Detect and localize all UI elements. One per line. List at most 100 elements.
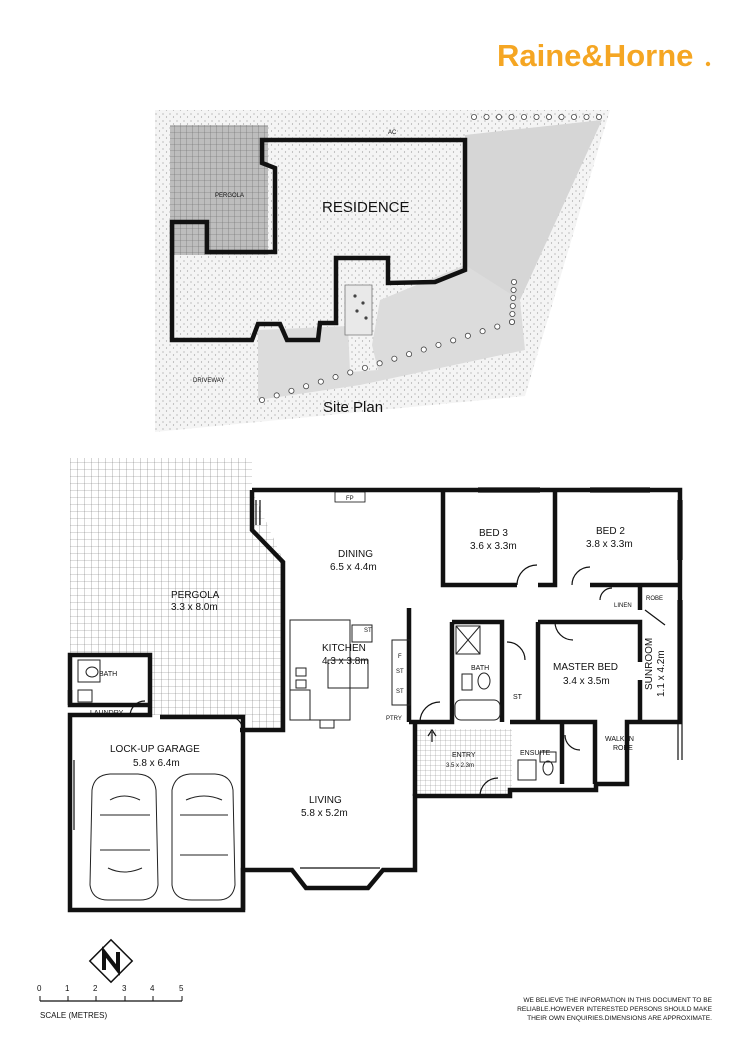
windows (69, 487, 683, 869)
sunroom-room-name: SUNROOM (644, 638, 655, 690)
shrub-marker (479, 328, 486, 335)
kitchen-room-size: 4.3 x 3.8m (322, 656, 369, 667)
ensuite-wall (510, 719, 598, 784)
laundry-bath-label: BATH (99, 671, 117, 678)
scale-tick-2: 2 (93, 984, 98, 993)
scale-tick-0: 0 (37, 984, 42, 993)
disclaimer: WE BELIEVE THE INFORMATION IN THIS DOCUM… (517, 997, 713, 1022)
shrub-marker (509, 310, 516, 317)
shrub-marker (464, 332, 471, 339)
storage-label-2: ST (396, 669, 404, 675)
shrub-marker (510, 294, 517, 301)
fridge-label: F (398, 654, 402, 660)
entry-room-name: ENTRY (452, 752, 476, 759)
brand-logo-text: Raine&Horne (497, 38, 693, 73)
scale-tick-1: 1 (65, 984, 70, 993)
disclaimer-line-1: WE BELIEVE THE INFORMATION IN THIS DOCUM… (523, 997, 712, 1004)
disclaimer-line-3: THEIR OWN ENQUIRIES.DIMENSIONS ARE APPRO… (527, 1015, 712, 1022)
master-top-wall (538, 619, 643, 662)
shrub-marker (510, 286, 517, 293)
dining-bay-wall (240, 490, 286, 733)
site-residence-label: RESIDENCE (322, 199, 410, 216)
shrub-marker (435, 341, 442, 348)
scale-tick-4: 4 (150, 984, 155, 993)
kitchen-room-name: KITCHEN (322, 643, 366, 654)
fireplace (334, 491, 366, 503)
bed3-room-size: 3.6 x 3.3m (470, 541, 517, 552)
master-room-size: 3.4 x 3.5m (563, 676, 610, 687)
shrub-marker (510, 278, 517, 285)
walkin-robe-label-line1: WALK-IN (605, 736, 634, 743)
site-ac-label: AC (388, 130, 397, 136)
shrub-marker (258, 396, 265, 403)
shrub-marker (508, 114, 515, 121)
scale-tick-3: 3 (122, 984, 127, 993)
shrub-marker (303, 383, 310, 390)
shrub-marker (558, 114, 565, 121)
master-room-name: MASTER BED (553, 662, 618, 673)
pantry-label: PTRY (386, 716, 402, 722)
bed2-room-size: 3.8 x 3.3m (586, 539, 633, 550)
north-arrow-icon (88, 938, 134, 984)
shrub-marker (470, 114, 477, 121)
dining-room-size: 6.5 x 4.4m (330, 562, 377, 573)
site-pergola-label: PERGOLA (215, 193, 244, 199)
site-side-yard (465, 120, 602, 300)
site-plan: RESIDENCE PERGOLA DRIVEWAY AC Site Plan (155, 110, 610, 432)
scale-tick-5: 5 (179, 984, 184, 993)
shrub-marker (494, 323, 501, 330)
bath-left-wall (409, 622, 455, 725)
site-pergola-area (170, 125, 268, 255)
shrub-marker (596, 114, 603, 121)
garage-room-size: 5.8 x 6.4m (133, 758, 180, 769)
dining-room-name: DINING (338, 549, 373, 560)
site-driveway-area (258, 265, 525, 400)
entry-tiled-area (415, 729, 512, 796)
shrub-marker (546, 114, 553, 121)
brand-logo-dot (705, 61, 711, 67)
shrub-marker (571, 114, 578, 121)
floor-plan: PERGOLA 3.3 x 8.0m DINING 6.5 x 4.4m FP … (67, 458, 683, 913)
garage-room-name: LOCK-UP GARAGE (110, 744, 200, 755)
laundry-label: LAUNDRY (90, 710, 124, 717)
shrub-marker (508, 318, 515, 325)
shrub-marker (583, 114, 590, 121)
bed2-room-name: BED 2 (596, 526, 625, 537)
entry-room-size: 3.5 x 2.3m (446, 763, 474, 769)
pergola-room-name: PERGOLA (171, 590, 220, 601)
site-shrub-row (258, 114, 603, 403)
walkin-robe-label-line2: ROBE (613, 745, 633, 752)
bed2-wall (538, 490, 558, 588)
garage-wall (160, 714, 246, 910)
main-bath-label: BATH (471, 665, 489, 672)
hall-storage-label: ST (513, 694, 523, 701)
site-plan-caption: Site Plan (323, 399, 383, 416)
door-swings (129, 564, 666, 797)
linen-label: LINEN (614, 603, 632, 609)
shrub-marker (406, 351, 413, 358)
fireplace-label: FP (346, 496, 354, 502)
shrub-marker (420, 346, 427, 353)
shrub-marker (391, 355, 398, 362)
kitchen-storage-label: ST (364, 628, 372, 634)
exterior-wall (67, 487, 683, 913)
scale-bar: 0 1 2 3 4 5 SCALE (METRES) (37, 984, 184, 1020)
shrub-marker (347, 369, 354, 376)
pergola-tiled-area (70, 458, 283, 730)
shrub-marker (533, 114, 540, 121)
sunroom-room-size: 1.1 x 4.2m (656, 650, 667, 697)
shrub-marker (317, 378, 324, 385)
shrub-marker (450, 337, 457, 344)
living-room-name: LIVING (309, 795, 342, 806)
site-garden-bed (344, 284, 373, 336)
shrub-marker (495, 114, 502, 121)
shrub-marker (273, 392, 280, 399)
living-room-size: 5.8 x 5.2m (301, 808, 348, 819)
shrub-marker (361, 364, 368, 371)
shrub-marker (521, 114, 528, 121)
ensuite-label: ENSUITE (520, 750, 551, 757)
shrub-marker (509, 302, 516, 309)
entry-arrow-icon (427, 728, 437, 742)
site-driveway-label: DRIVEWAY (193, 378, 224, 384)
